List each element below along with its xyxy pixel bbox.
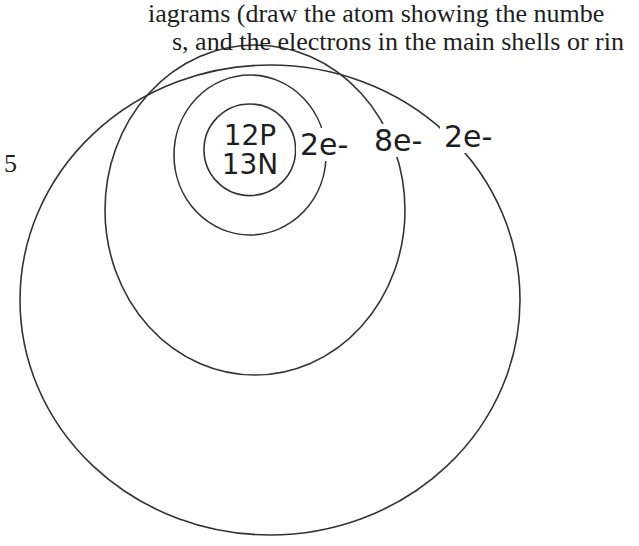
electron-count: 2e- [440, 120, 496, 153]
instruction-text: iagrams (draw the atom showing the numbe [148, 0, 604, 29]
electron-count: 8e- [370, 124, 426, 157]
nucleus-circle: 12P13N [203, 103, 297, 197]
instruction-text: s, and the electrons in the main shells … [172, 28, 624, 57]
particle-count: 13N [222, 150, 279, 179]
third-shell [20, 65, 520, 535]
nucleus-contents: 12P13N [203, 103, 297, 197]
nucleus-ring [204, 104, 296, 196]
question-number: 5 [4, 150, 17, 179]
particle-count: 12P [224, 121, 277, 150]
electron-count: 2e- [296, 128, 352, 161]
